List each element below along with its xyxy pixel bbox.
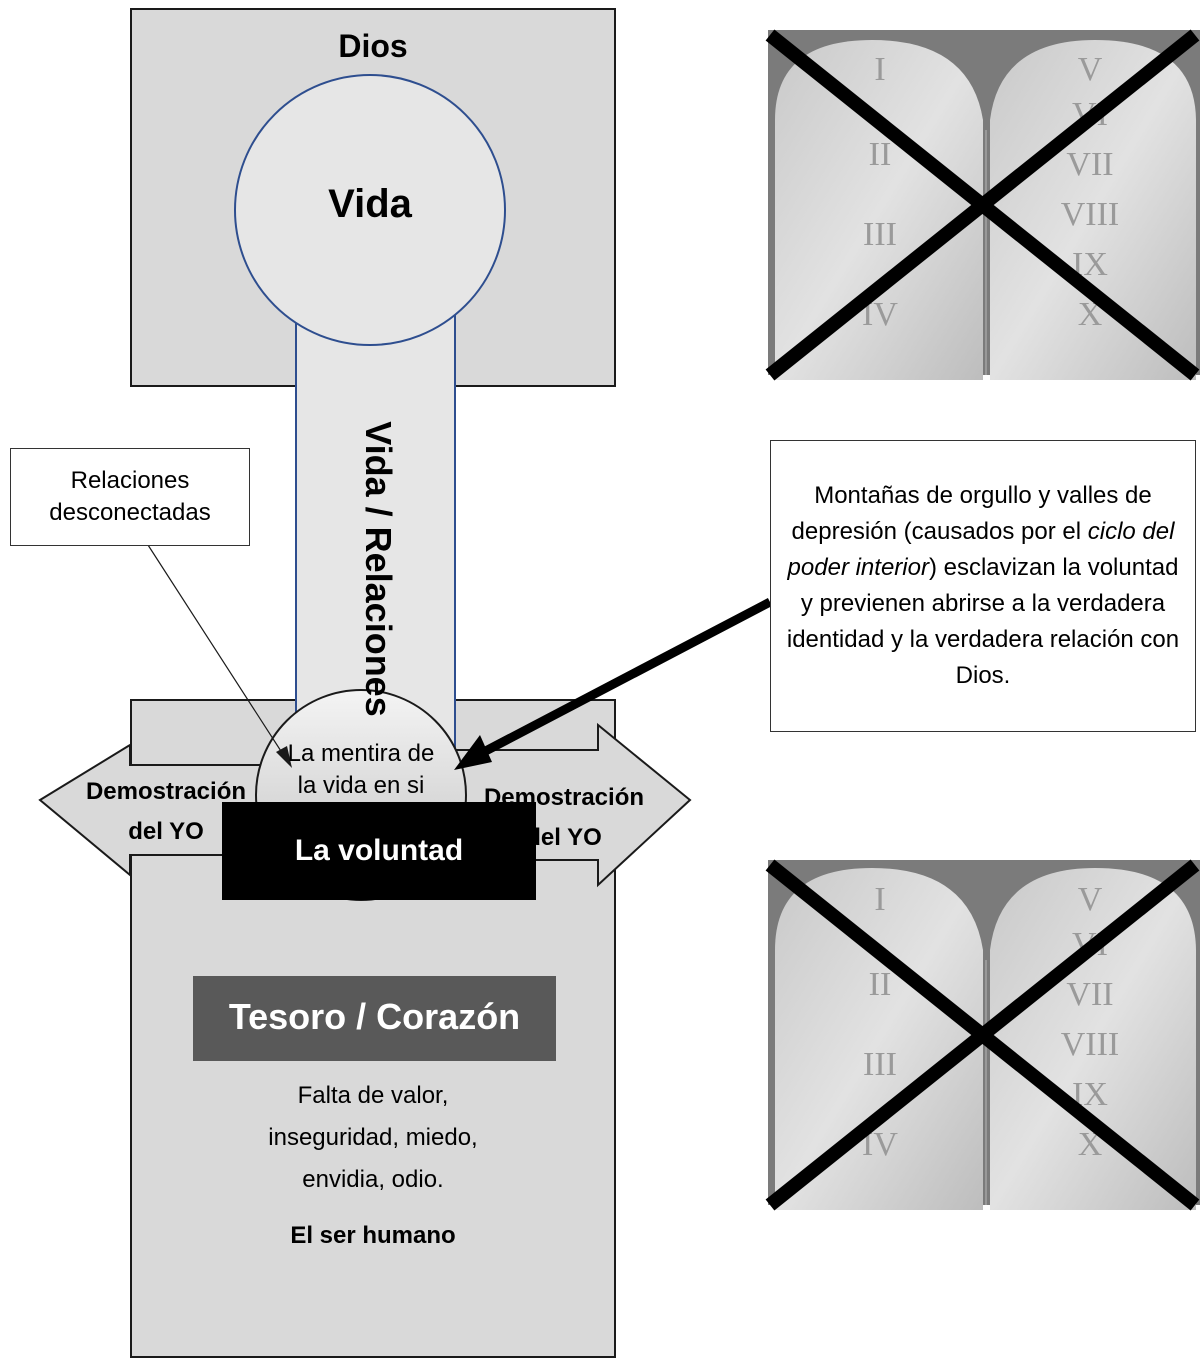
arrow-left-line1: Demostración (85, 778, 247, 805)
crossed-tablets-bottom: IIIIIIIVVVIVIIVIIIIXX (765, 859, 1200, 1211)
tablet-numeral-right: V (1078, 881, 1103, 918)
arrow-left-line2: del YO (128, 818, 204, 845)
callout-left-pointer (147, 544, 289, 763)
callout-left-line2: desconectadas (49, 499, 211, 526)
treasure-label: Tesoro / Corazón (228, 996, 521, 1037)
crossed-tablets-top: IIIIIIIVVVIVIIVIIIIXX (765, 29, 1200, 381)
tablet-numeral-right: VIII (1061, 1026, 1120, 1063)
tablet-numeral-right: V (1078, 51, 1103, 88)
life-label: Vida (328, 182, 412, 226)
tablet-numeral-right: VII (1066, 976, 1113, 1013)
callout-right-pointer-head (454, 735, 492, 770)
tablet-numeral-right: VIII (1061, 196, 1120, 233)
callout-pride: Montañas de orgullo y valles de depresió… (770, 440, 1196, 732)
lie-text-line1: La mentira de (287, 740, 435, 767)
god-title: Dios (338, 28, 408, 64)
tablet-numeral-right: VII (1066, 146, 1113, 183)
callout-right-text: Montañas de orgullo y valles de depresió… (786, 482, 1180, 689)
treasure-bar (193, 976, 556, 1061)
heart-text-line3: envidia, odio. (302, 1166, 444, 1193)
lie-circle-lines: La mentira de la vida en si mismo (266, 738, 456, 834)
tablet-numeral-left: I (874, 881, 885, 918)
tablet-numeral-left: II (869, 966, 892, 1003)
lie-text-line3: mismo (325, 804, 397, 831)
tablet-numeral-left: II (869, 136, 892, 173)
callout-disconnected: Relaciones desconectadas (10, 448, 250, 546)
tablet-numeral-left: I (874, 51, 885, 88)
heart-text-line2: inseguridad, miedo, (268, 1124, 478, 1151)
human-label: El ser humano (290, 1222, 456, 1249)
life-circle (234, 74, 506, 346)
callout-left-pointer-head (276, 746, 292, 768)
arrow-right-line1: Demostración (483, 784, 645, 811)
lie-text-line2: la vida en si (297, 772, 425, 799)
arrow-right-line2: del YO (526, 824, 602, 851)
tablet-numeral-left: III (863, 1046, 897, 1083)
tablet-numeral-left: III (863, 216, 897, 253)
callout-right-pointer (475, 598, 773, 759)
callout-left-line1: Relaciones (70, 467, 190, 494)
heart-text-line1: Falta de valor, (297, 1082, 449, 1109)
will-box (222, 802, 536, 900)
will-label: La voluntad (294, 834, 464, 867)
channel-label: Vida / Relaciones (358, 421, 399, 717)
